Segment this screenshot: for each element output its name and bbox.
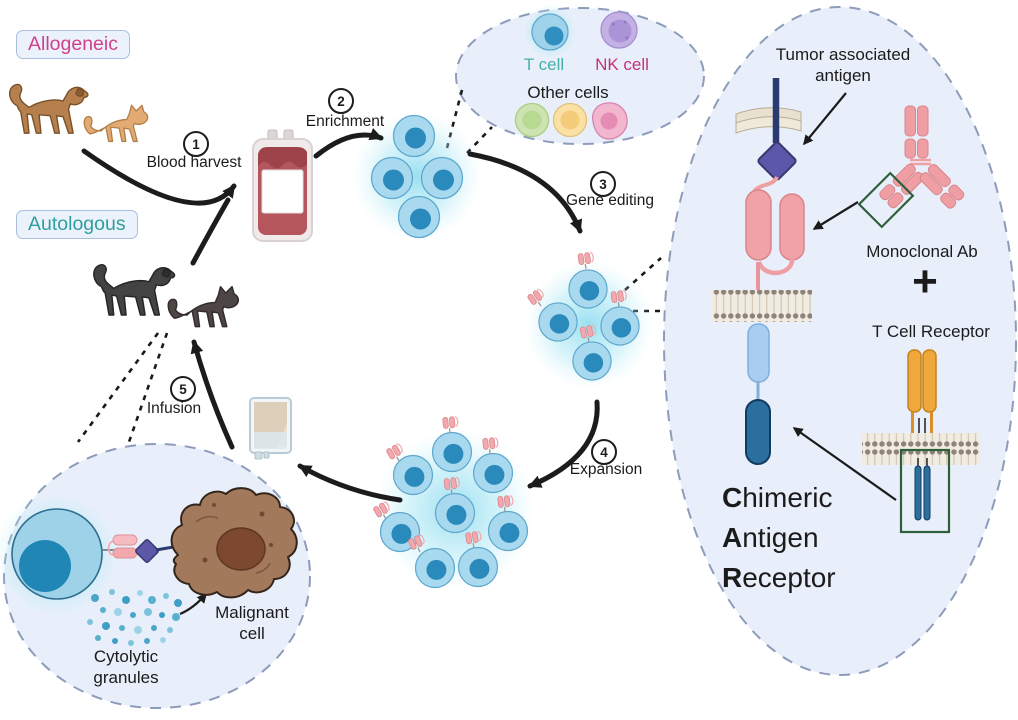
allogeneic-label: Allogeneic [16,30,130,59]
malignant-cell-icon [170,487,298,599]
cytolytic-granules-label: Cytolytic granules [93,646,158,688]
tumor-antigen-line2: antigen [815,66,871,85]
t-cell-label: T cell [523,55,565,74]
cat-icon-dark [167,285,240,328]
cytolytic-granule-icons [87,589,182,646]
autologous-label: Autologous [16,210,138,239]
granules-line2: granules [93,668,159,687]
car-receptor-icon [745,175,805,292]
granules-line1: Cytolytic [93,647,159,666]
car-hinge-domain [747,323,770,400]
dog-icon [9,83,89,134]
car-line-chimeric: Chimeric [722,482,833,513]
step-3-number: 3 [590,171,616,197]
iv-bag-icon [249,397,292,460]
blood-bag-icon [252,129,313,242]
other-cells-label: Other cells [527,83,609,102]
t-cell-icon [531,13,569,51]
malignant-cell-label: Malignant cell [215,602,289,644]
plus-sign: + [912,257,938,306]
step-1-number: 1 [183,131,209,157]
cat-icon [83,104,149,143]
monoclonal-ab-label: Monoclonal Ab [866,242,978,261]
tcr-icon [862,349,980,534]
tumor-antigen-line1: Tumor associated [775,45,911,64]
cell-legend-ellipse [455,7,705,145]
t-cell-receptor-label: T Cell Receptor [872,322,990,341]
cell-membrane-icon [712,290,812,322]
step-3-label: Gene editing [566,192,654,209]
nk-cell-label: NK cell [595,55,649,74]
nk-cell-icon [600,11,638,49]
step-1-label: Blood harvest [146,154,242,171]
car-acronym-label: Chimeric Antigen Receptor [722,478,836,598]
malignant-line1: Malignant [215,603,289,622]
antibody-icon [857,105,965,229]
tumor-antigen-icon [735,78,802,181]
step-4-label: Expansion [569,461,643,478]
cycle-arrow-icons [81,128,600,503]
step-5-label: Infusion [146,400,202,417]
tumor-antigen-label: Tumor associated antigen [776,44,910,86]
step-4-number: 4 [591,439,617,465]
dog-icon-dark [93,264,176,316]
annotation-arrows [179,92,897,616]
car-signaling-domain [745,399,771,465]
car-line-receptor: Receptor [722,562,836,593]
car-t-cell-icon [11,508,103,600]
malignant-line2: cell [239,624,265,643]
step-2-label: Enrichment [305,113,385,130]
step-2-number: 2 [328,88,354,114]
other-cell-icons [514,102,628,140]
step-5-number: 5 [170,376,196,402]
car-line-antigen: Antigen [722,522,819,553]
